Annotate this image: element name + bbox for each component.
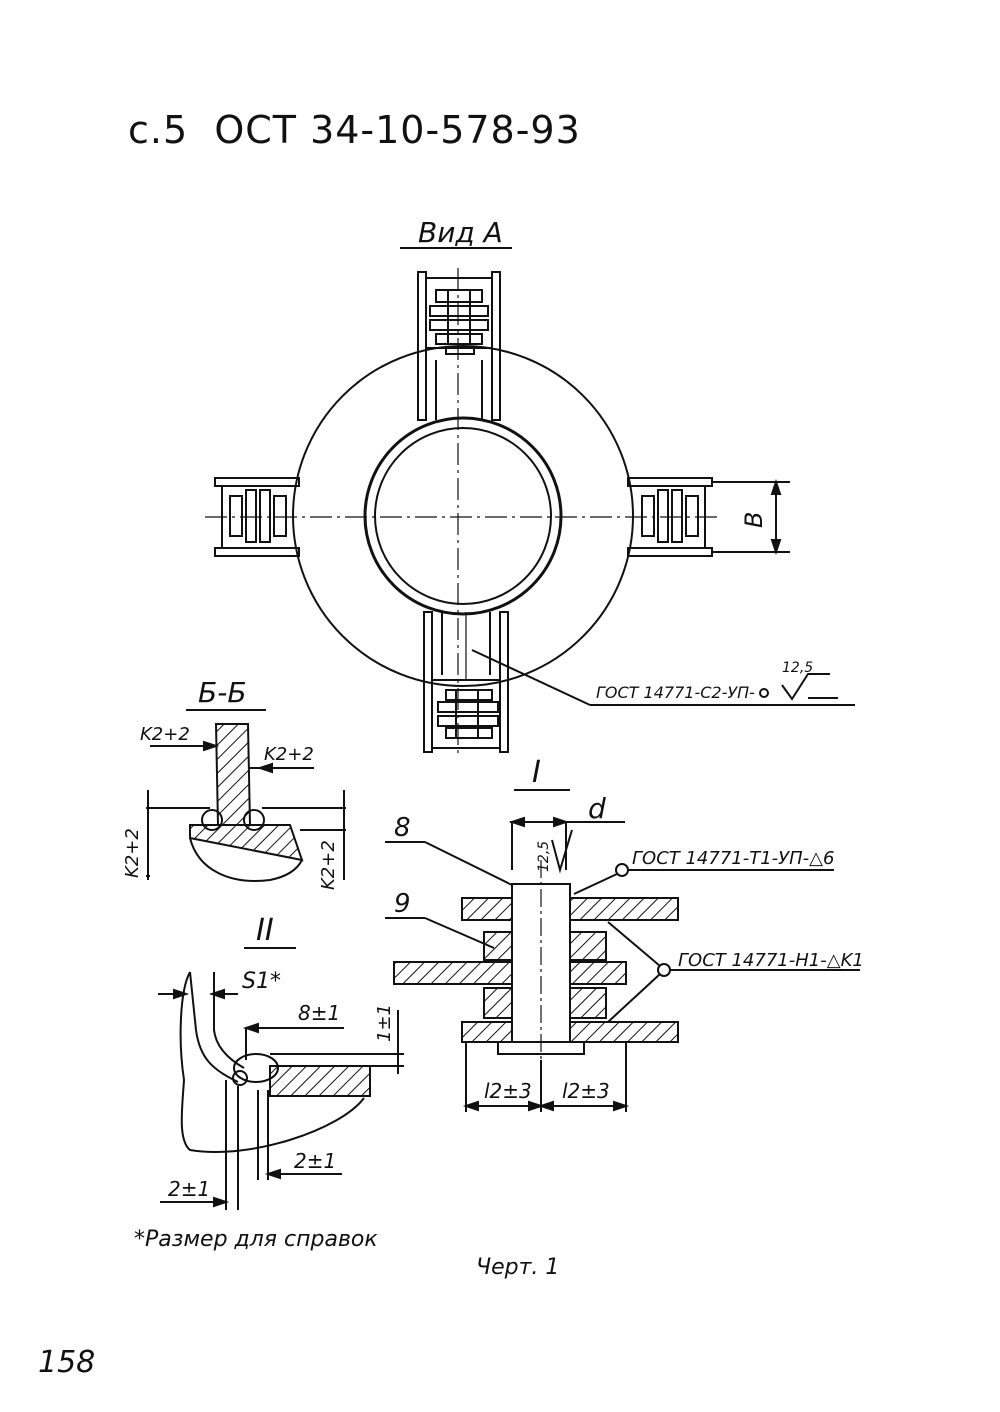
detail-1-d: d <box>588 792 606 825</box>
detail-1-l2-left: l2±3 <box>484 1079 532 1103</box>
weld-note-t1: ГОСТ 14771-Т1-УП-△6 <box>632 848 834 869</box>
outer-flange-ring <box>292 345 634 687</box>
detail-1-middle-plate-right <box>569 961 627 985</box>
bb-base <box>189 824 304 862</box>
detail-2-dim-1: 1±1 <box>374 1004 395 1042</box>
detail-1: I d 12,5 8 9 <box>385 755 864 1112</box>
page-number: 158 <box>38 1345 96 1380</box>
detail-2: II S1* 8±1 1±1 2±1 <box>158 913 404 1210</box>
detail-2-s1: S1* <box>242 969 281 994</box>
detail-1-title: I <box>532 755 541 790</box>
detail-2-shell-inner <box>213 972 245 1069</box>
dim-b: В <box>712 478 790 556</box>
page-ref: c.5 <box>128 108 189 152</box>
detail-2-dim-2a: 2±1 <box>168 1177 210 1201</box>
lug-top <box>417 271 501 421</box>
weld-note-h1: ГОСТ 14771-Н1-△K1 <box>678 950 864 971</box>
detail-2-dim-2b: 2±1 <box>294 1149 336 1173</box>
detail-2-shell-break <box>179 971 365 1153</box>
bb-k-top-left: K2+2 <box>140 724 190 745</box>
figure-caption: Черт. 1 <box>476 1255 559 1280</box>
bb-plate <box>214 723 252 826</box>
bb-k-left: K2+2 <box>122 828 143 878</box>
section-bb: Б-Б K2+2 K2+2 K2+2 K2+2 <box>122 676 346 890</box>
detail-1-top-plate-left <box>461 897 513 921</box>
dim-b-label: В <box>740 512 768 528</box>
weld-leader-c2: ГОСТ 14771-С2-УП- 12,5 <box>471 649 855 706</box>
bb-k-right: K2+2 <box>318 840 339 890</box>
detail-1-middle-plate-left <box>393 961 513 985</box>
pipe-inner-circle <box>374 427 552 605</box>
pipe-outer-circle <box>363 416 563 616</box>
detail-2-title: II <box>256 913 274 948</box>
view-a: Вид А <box>205 216 855 755</box>
view-a-title: Вид А <box>418 216 503 249</box>
detail-1-l2-right: l2±3 <box>562 1079 610 1103</box>
detail-1-top-plate-right <box>569 897 679 921</box>
bb-base-break <box>189 837 303 882</box>
section-bb-title: Б-Б <box>198 676 247 709</box>
lug-right <box>627 477 713 557</box>
bb-k-top-right: K2+2 <box>264 744 314 765</box>
lug-bottom <box>423 611 509 753</box>
weld-note-c2: ГОСТ 14771-С2-УП- <box>596 683 755 702</box>
lug-left <box>214 477 300 557</box>
detail-1-roughness: 12,5 <box>536 841 552 872</box>
detail-1-item-9: 9 <box>394 889 411 919</box>
footnote: *Размер для справок <box>134 1227 378 1252</box>
document-header: c.5 ОСТ 34-10-578-93 <box>128 108 581 152</box>
detail-2-plate <box>269 1065 371 1097</box>
detail-1-item-8: 8 <box>394 813 411 843</box>
detail-1-bottom-plate-right <box>569 1021 679 1043</box>
detail-2-shell-outer <box>189 971 239 1083</box>
weld-note-c2-roughness: 12,5 <box>782 660 813 676</box>
doc-code: ОСТ 34-10-578-93 <box>214 108 581 152</box>
detail-2-dim-8: 8±1 <box>298 1001 340 1025</box>
detail-1-bottom-plate-left <box>461 1021 513 1043</box>
